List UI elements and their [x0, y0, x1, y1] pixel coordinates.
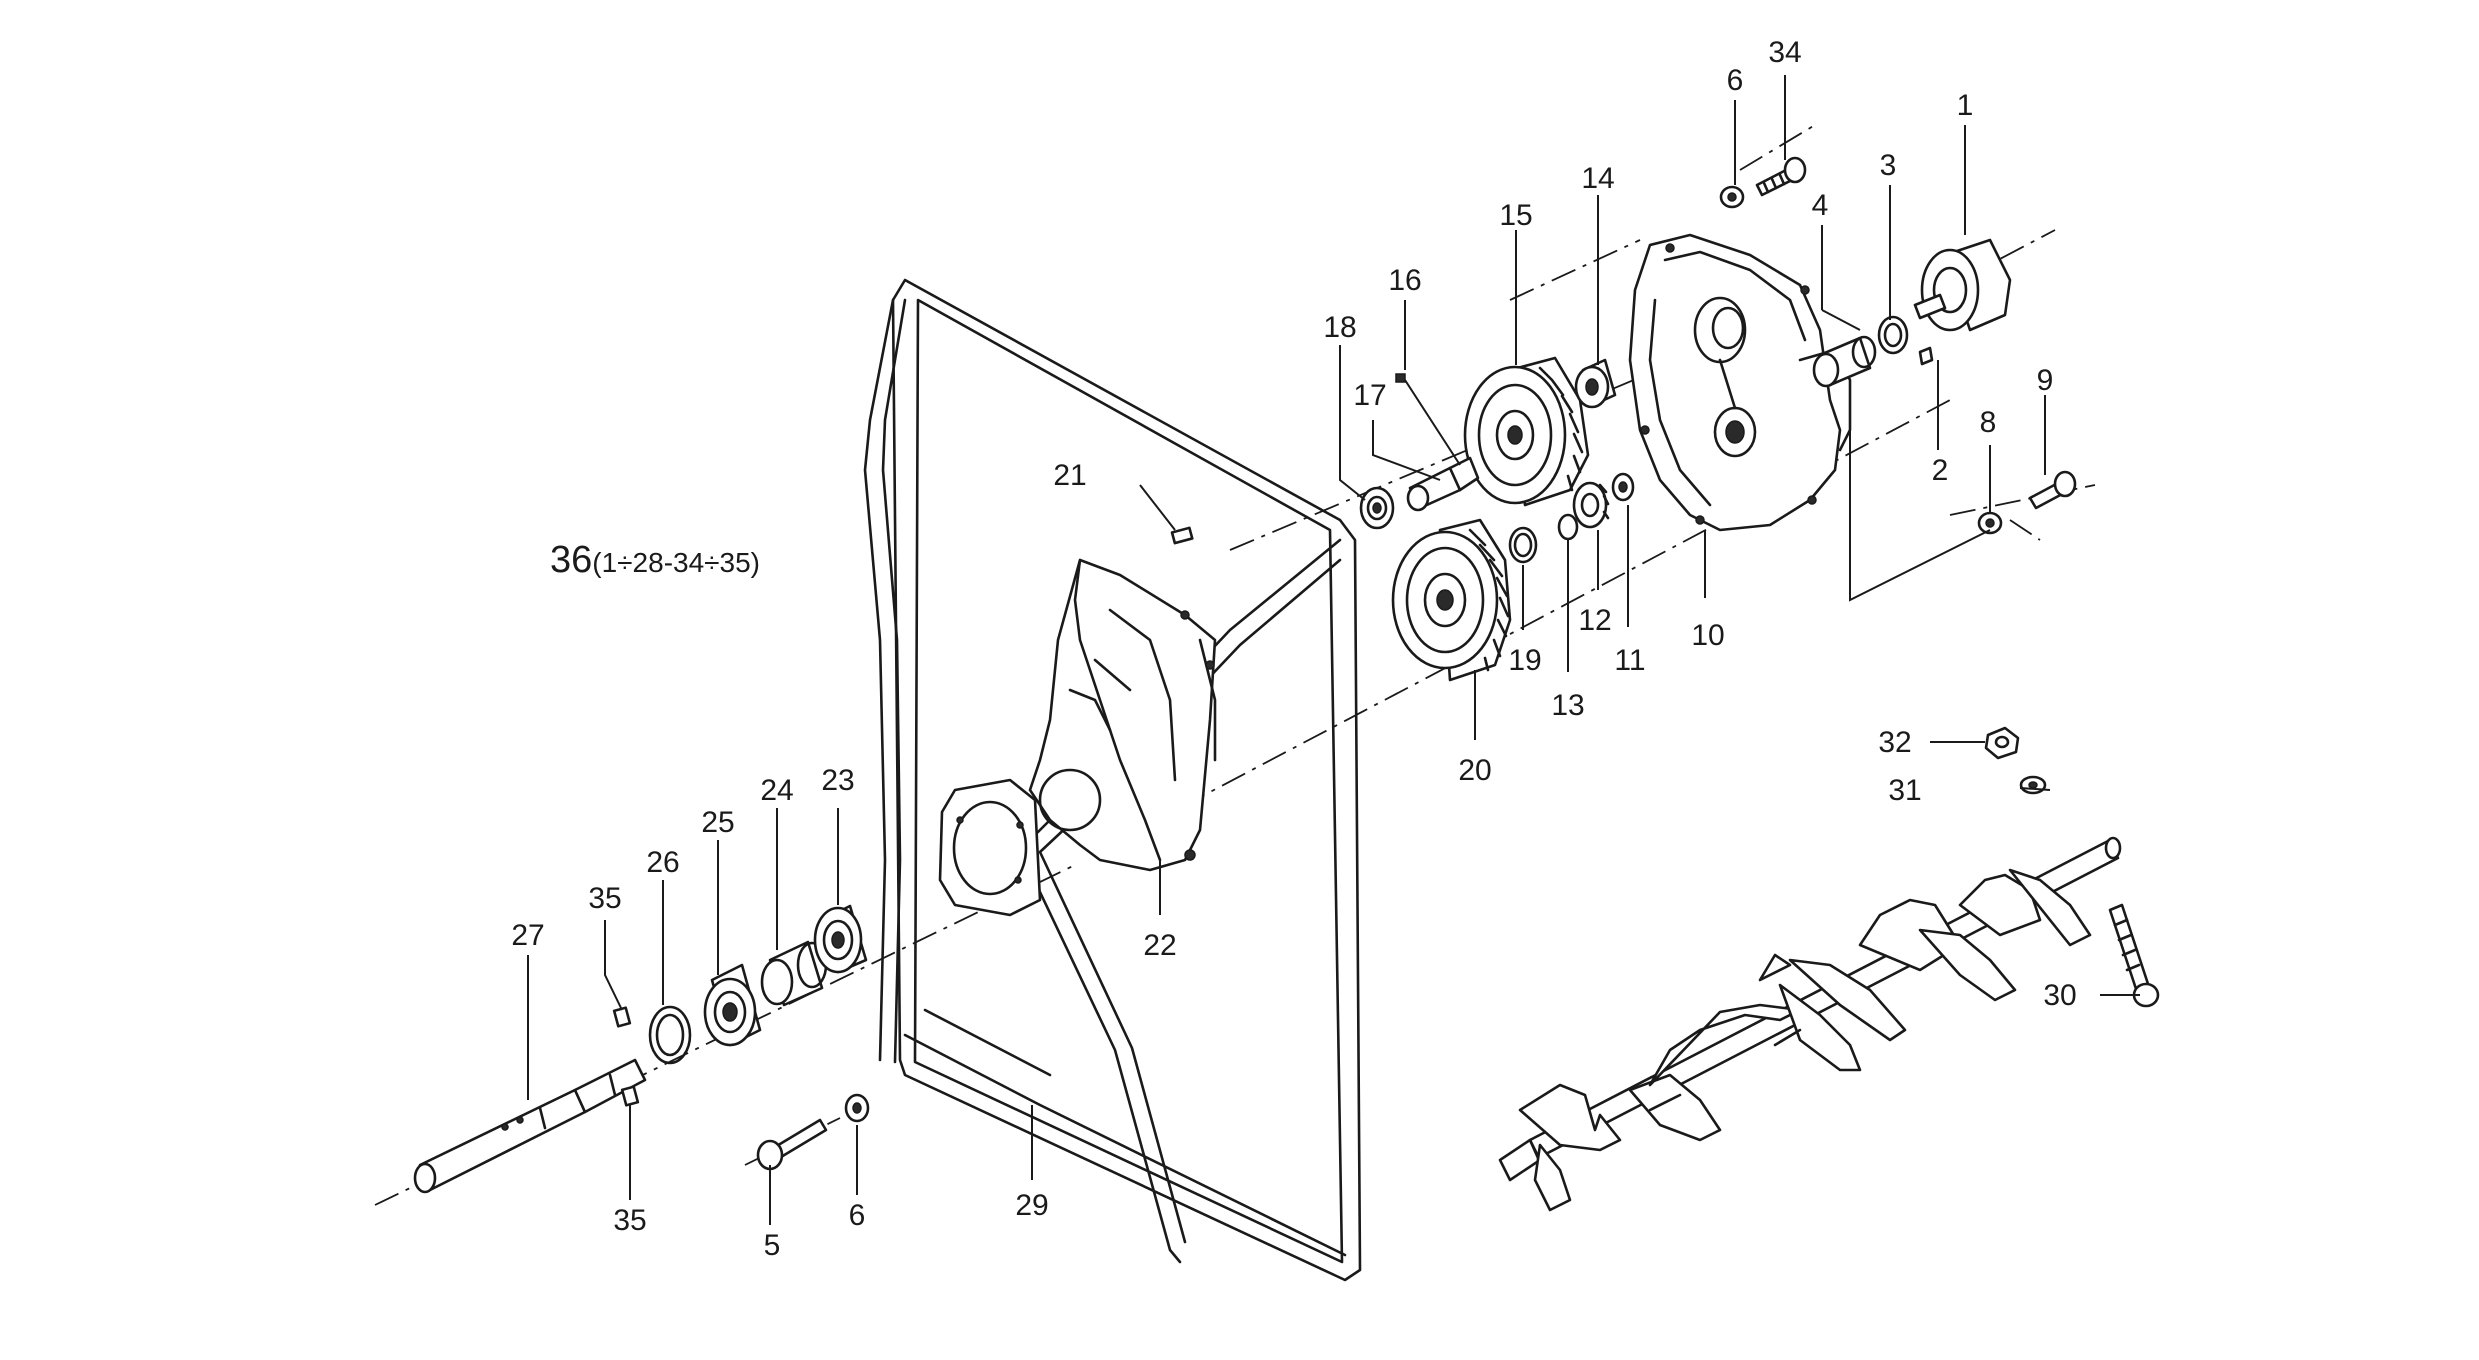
bearing-23	[813, 904, 868, 974]
callout-3: 3	[1880, 149, 1897, 182]
callout-2: 2	[1932, 454, 1949, 487]
callout-30: 30	[2043, 979, 2076, 1012]
svg-text:36(1÷28-34÷35): 36(1÷28-34÷35)	[550, 539, 760, 581]
pin-35-upper	[612, 1006, 632, 1028]
callout-labels: 1 2 3 4 5 6 6 8 9 10 11 12 13 14 15 16 1…	[511, 36, 2076, 1262]
callout-24: 24	[760, 774, 793, 807]
kit-label: 36(1÷28-34÷35)	[550, 539, 760, 581]
spacer-24	[760, 940, 828, 1007]
callout-5: 5	[764, 1229, 781, 1262]
callout-20: 20	[1458, 754, 1491, 787]
kit-number: 36	[550, 539, 592, 581]
mounting-flange	[938, 778, 1042, 917]
pinion-gear-12	[1572, 481, 1610, 529]
pin-35-lower	[620, 1085, 640, 1107]
callout-35-lower: 35	[613, 1204, 646, 1237]
gear-cover-10	[1628, 233, 1852, 532]
gearbox-housing	[1028, 558, 1217, 872]
washer-8	[1977, 511, 2003, 535]
callout-4: 4	[1812, 189, 1829, 222]
callout-35-upper: 35	[588, 882, 621, 915]
bushing-4	[1812, 335, 1877, 388]
callout-12: 12	[1578, 604, 1611, 637]
bearing-18	[1359, 486, 1395, 530]
bolt-34	[1755, 156, 1807, 197]
callout-19: 19	[1508, 644, 1541, 677]
bearing-11	[1611, 472, 1635, 502]
bearing-14	[1574, 358, 1617, 409]
callout-16: 16	[1388, 264, 1421, 297]
bolt-9	[2028, 470, 2077, 510]
callout-10: 10	[1691, 619, 1724, 652]
callout-29: 29	[1015, 1189, 1048, 1222]
leader-lines	[527, 75, 2140, 1225]
bolt-5	[756, 1118, 828, 1171]
pinion-shaft-17	[1406, 456, 1480, 512]
gear-20	[1391, 518, 1512, 682]
callout-6-upper: 6	[1727, 64, 1744, 97]
auger	[1498, 836, 2122, 1212]
washer-31	[2019, 775, 2047, 795]
callout-31: 31	[1888, 774, 1921, 807]
output-shaft	[413, 1058, 647, 1194]
callout-27: 27	[511, 919, 544, 952]
callout-26: 26	[646, 846, 679, 879]
callout-13: 13	[1551, 689, 1584, 722]
callout-9: 9	[2037, 364, 2054, 397]
key-16	[1395, 373, 1406, 383]
callout-22: 22	[1143, 929, 1176, 962]
callout-6-lower: 6	[849, 1199, 866, 1232]
gear-15	[1463, 356, 1590, 507]
circlip-13	[1557, 513, 1579, 541]
washer-6-lower	[844, 1093, 870, 1123]
handle-frame	[863, 278, 1362, 1282]
auger-bolt-30	[2108, 903, 2160, 1008]
callout-25: 25	[701, 806, 734, 839]
callout-18: 18	[1323, 311, 1356, 344]
callout-11: 11	[1614, 644, 1645, 677]
callout-32: 32	[1878, 726, 1911, 759]
callout-21: 21	[1053, 459, 1086, 492]
bearing-25	[703, 963, 762, 1047]
circlip-26	[648, 1005, 692, 1065]
washer-6-upper	[1719, 185, 1745, 209]
callout-1: 1	[1957, 89, 1974, 122]
callout-17: 17	[1353, 379, 1386, 412]
callout-14: 14	[1581, 162, 1614, 195]
key-21	[1170, 526, 1194, 545]
callout-8: 8	[1980, 406, 1997, 439]
key-2	[1918, 346, 1934, 366]
callout-15: 15	[1499, 199, 1532, 232]
clutch-drum-1	[1913, 238, 2012, 332]
circlip-19	[1508, 526, 1538, 564]
callout-23: 23	[821, 764, 854, 797]
nut-32	[1984, 726, 2020, 760]
kit-range: (1÷28-34÷35)	[592, 547, 760, 578]
callout-34: 34	[1768, 36, 1801, 69]
circlip-3	[1877, 315, 1909, 355]
